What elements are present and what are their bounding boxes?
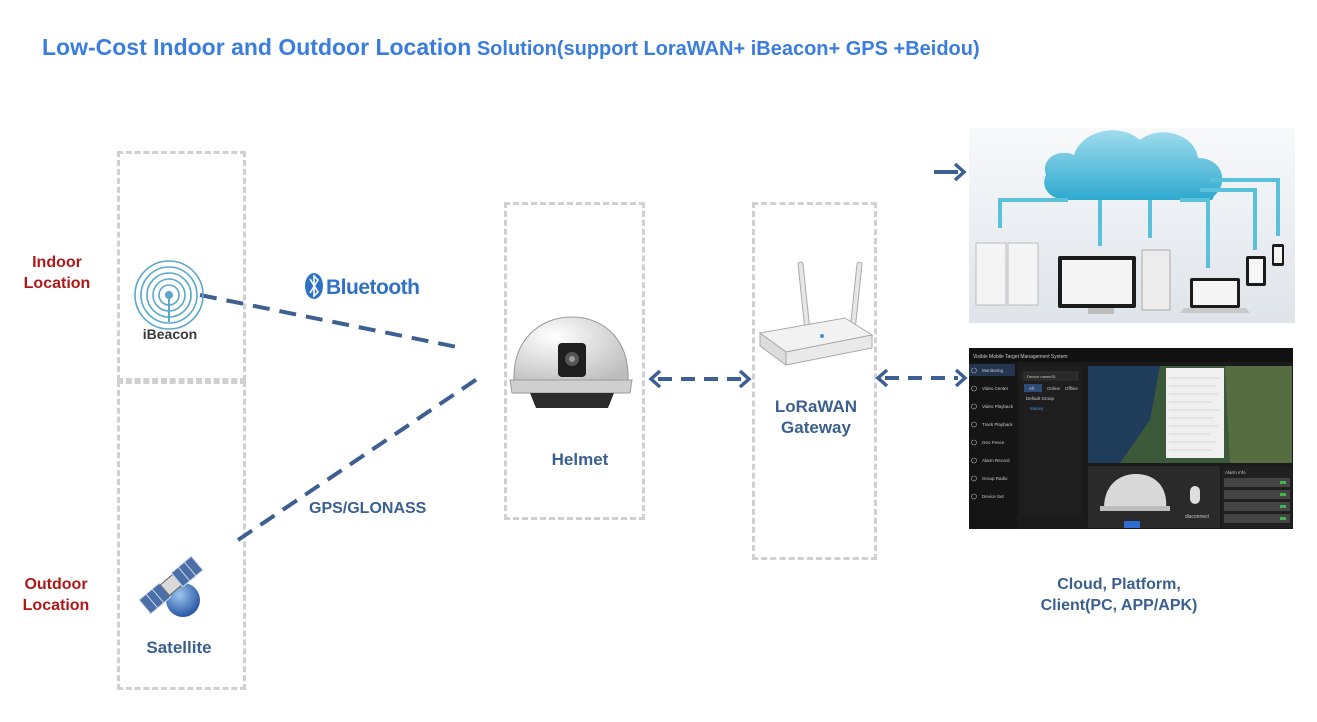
cloud-arrow (934, 162, 967, 182)
ibeacon-label: iBeacon (142, 326, 198, 342)
platform-menu-item[interactable]: Video Playback (982, 404, 1014, 409)
cloud-label-line2: Client(PC, APP/APK) (1040, 597, 1198, 614)
page-title: Low-Cost Indoor and Outdoor Location Sol… (42, 34, 980, 61)
gateway-box (752, 202, 877, 560)
platform-group[interactable]: Default Group (1026, 396, 1055, 401)
bluetooth-logo-icon (305, 273, 323, 299)
helmet-label: Helmet (551, 450, 609, 469)
indoor-label-line2: Location (23, 275, 91, 292)
outdoor-location-label: Outdoor Location (12, 574, 100, 616)
cloud-label-line1: Cloud, Platform, (1057, 576, 1181, 593)
platform-menu-icon (971, 475, 977, 482)
platform-menu-icon (971, 493, 977, 500)
platform-disconnect[interactable]: disconnect (1185, 514, 1210, 520)
platform-tab[interactable]: All (1029, 386, 1034, 391)
platform-menu-icon (971, 439, 977, 446)
satellite-icon (138, 555, 204, 617)
bluetooth-label: Bluetooth (326, 276, 420, 299)
platform-tabs: All Online Offline (1029, 386, 1078, 391)
platform-device[interactable]: Maany (1030, 406, 1044, 411)
helmet-gateway-arrow (648, 369, 752, 389)
indoor-location-label: Indoor Location (14, 252, 100, 294)
platform-menu-icon (971, 457, 977, 464)
gateway-label-line2: Gateway (781, 418, 851, 437)
title-part-1: Low-Cost Indoor and Outdoor Location (42, 34, 472, 60)
platform-menu-item[interactable]: Video Center (982, 386, 1009, 391)
gps-link-line (236, 373, 485, 542)
gps-label: GPS/GLONASS (309, 500, 427, 517)
platform-tab[interactable]: Online (1047, 386, 1061, 391)
helmet-icon (509, 316, 633, 408)
platform-menu-item[interactable]: Group Radio (982, 476, 1008, 481)
platform-alarm-title: Alarm Info (1225, 470, 1246, 475)
outdoor-label-line1: Outdoor (24, 576, 88, 593)
satellite-label: Satellite (146, 638, 212, 657)
outdoor-label-line2: Location (22, 597, 90, 614)
platform-menu-icon (971, 367, 977, 374)
gateway-label-line1: LoRaWAN (774, 397, 858, 416)
gateway-label: LoRaWAN Gateway (760, 396, 872, 438)
platform-tab[interactable]: Offline (1065, 386, 1078, 391)
platform-menu-icon (971, 403, 977, 410)
ibeacon-box (117, 151, 246, 381)
ibeacon-icon (134, 260, 204, 330)
platform-search-input[interactable]: Device name/ID (1027, 374, 1056, 379)
bluetooth-link-line (199, 293, 463, 350)
platform-screenshot: Visible Mobile Target Management System … (969, 348, 1293, 529)
gateway-icon (758, 261, 874, 366)
platform-menu-item[interactable]: Track Playback (982, 422, 1013, 427)
cloud-platform-label: Cloud, Platform, Client(PC, APP/APK) (1014, 574, 1224, 616)
platform-menu-icon (971, 385, 977, 392)
platform-menu-item[interactable]: Device Set (982, 494, 1005, 499)
title-part-2: Solution(support LoraWAN+ iBeacon+ GPS +… (471, 38, 980, 60)
platform-menu-icon (971, 421, 977, 428)
helmet-box (504, 202, 645, 520)
platform-menu-item[interactable]: Monitoring (982, 368, 1004, 373)
cloud-devices-image (969, 128, 1295, 323)
gateway-platform-arrow (875, 368, 968, 388)
indoor-label-line1: Indoor (32, 254, 82, 271)
platform-title: Visible Mobile Target Management System (973, 354, 1068, 360)
platform-menu-item[interactable]: Geo Fence (982, 440, 1005, 445)
platform-menu-item[interactable]: Alarm Record (982, 458, 1010, 463)
